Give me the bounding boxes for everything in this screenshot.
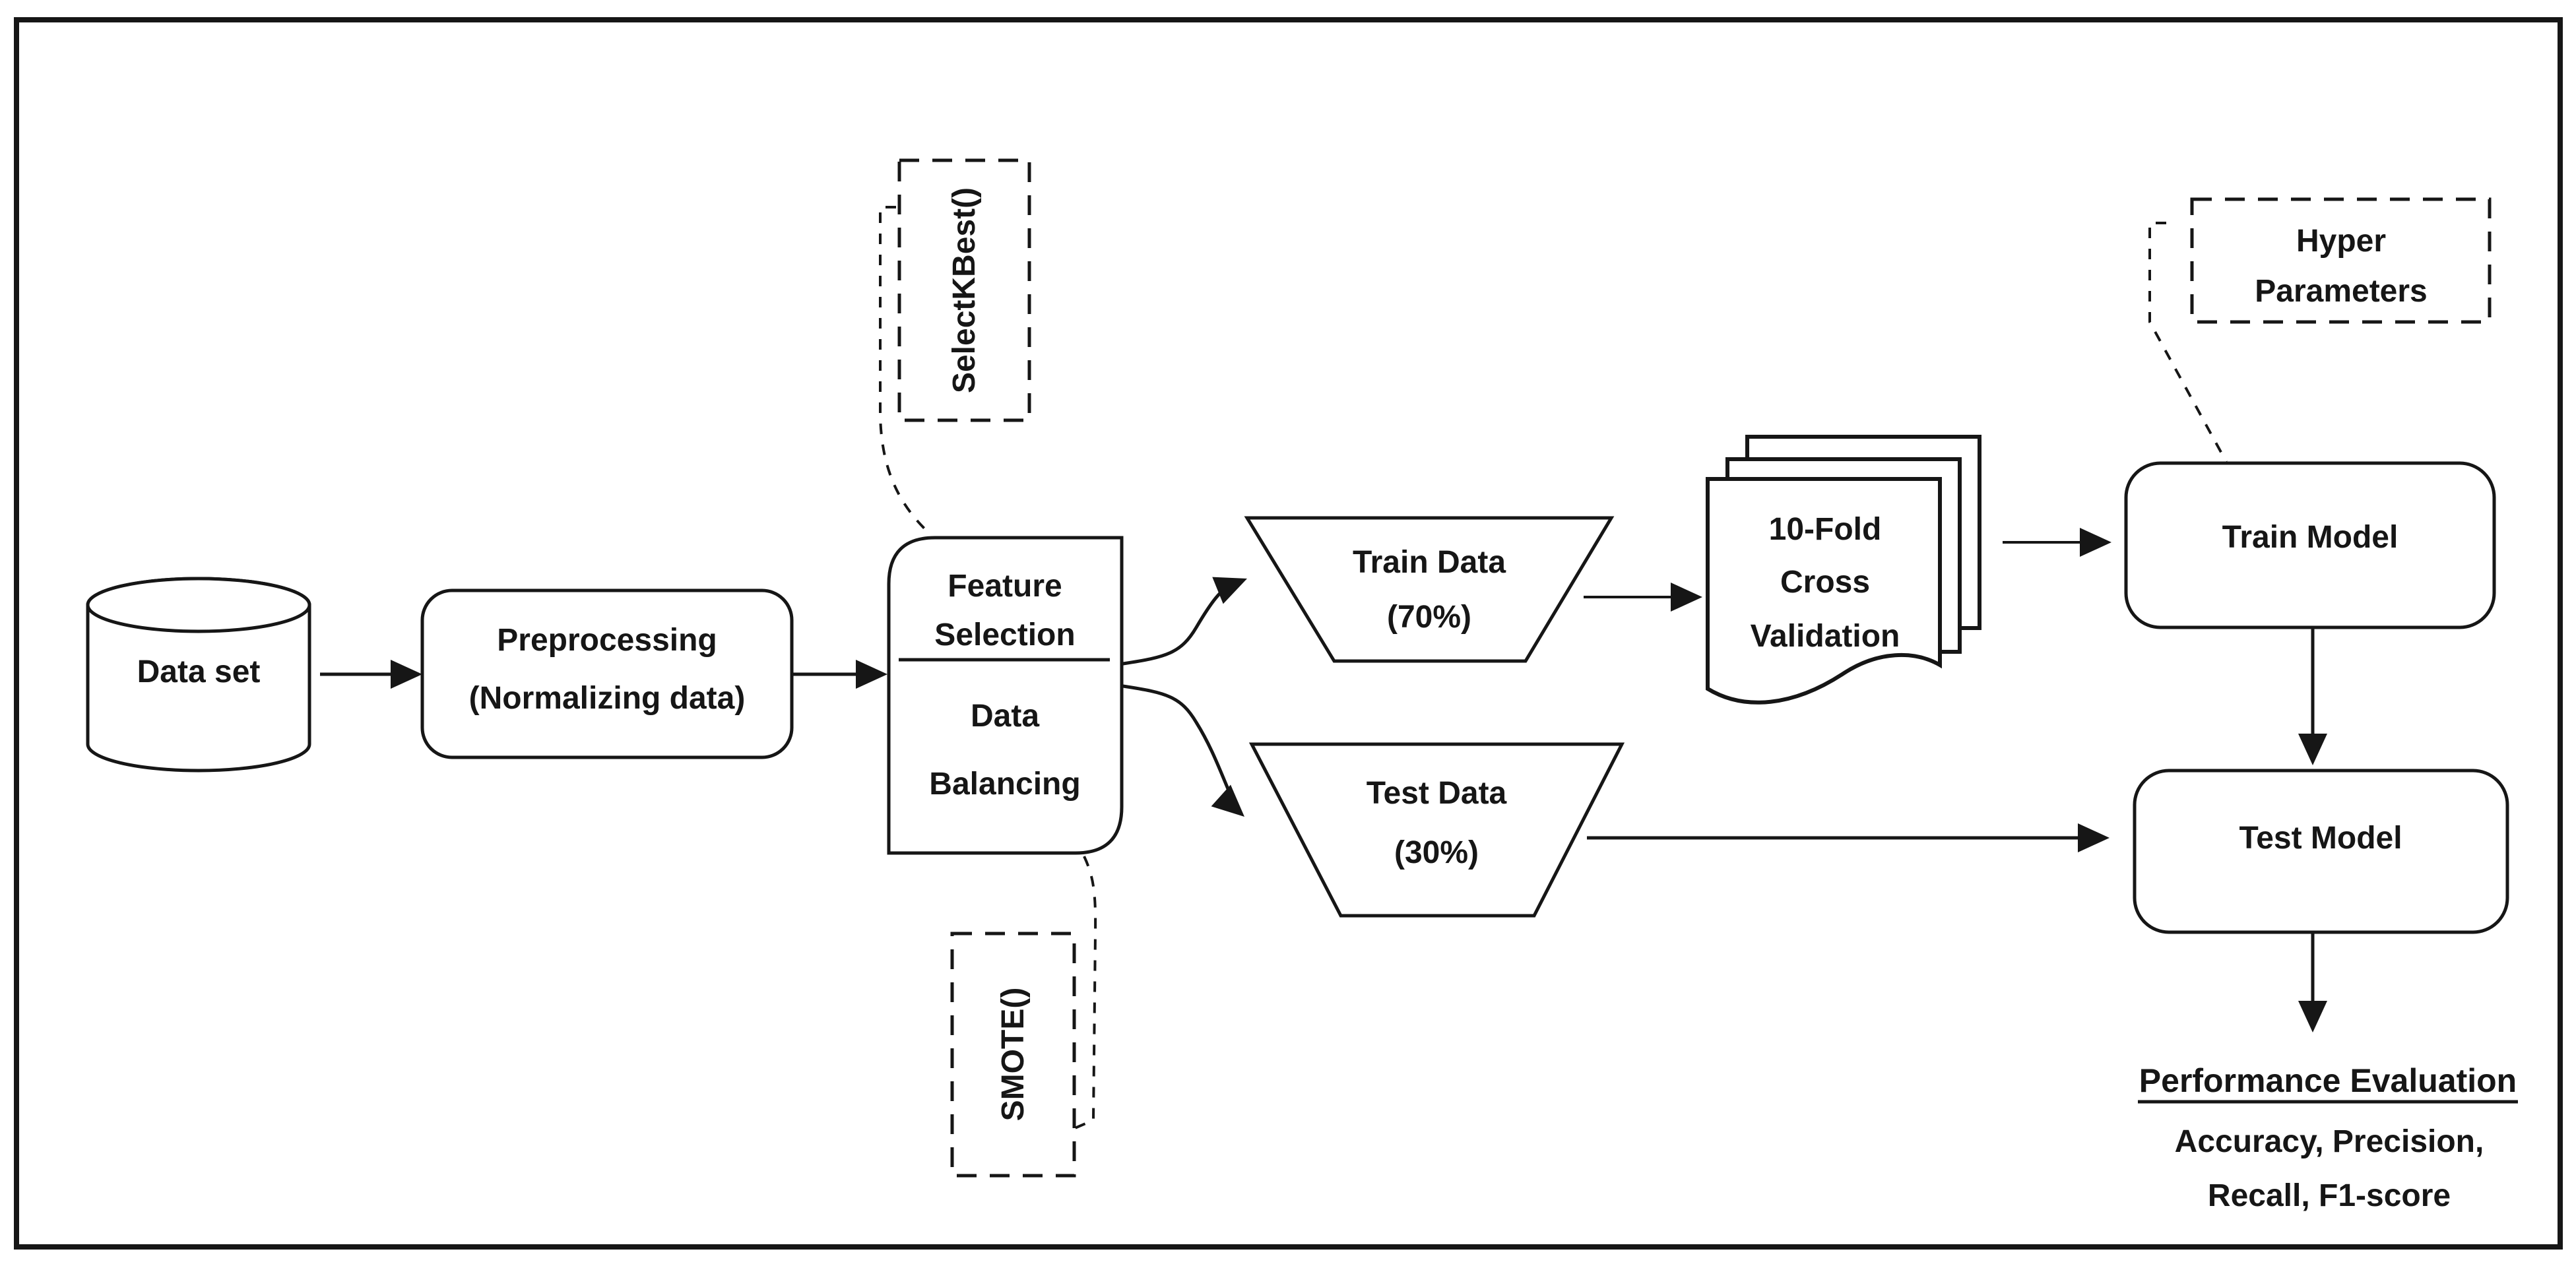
train-data-label-line1: Train Data	[1353, 545, 1506, 580]
performance-line1: Accuracy, Precision,	[2175, 1124, 2484, 1159]
arrow-head	[2298, 734, 2327, 765]
feature-selection-label-line2: Selection	[934, 618, 1075, 652]
arrow-head	[1211, 784, 1244, 817]
smote-box	[950, 932, 1076, 1178]
preprocessing-box	[420, 588, 794, 759]
arrow-shaft	[1122, 581, 1234, 666]
test-model-label: Test Model	[2239, 821, 2402, 856]
test-data-node: Test Data (30%)	[1248, 742, 1625, 918]
selectkbest-label: SelectKBest()	[947, 187, 982, 393]
arrow-test-data-to-test-model	[1587, 823, 2109, 852]
preprocessing-node: Preprocessing (Normalizing data)	[420, 588, 794, 759]
hyperparameters-box	[2190, 197, 2492, 324]
train-data-trapezoid	[1244, 516, 1615, 663]
test-model-node: Test Model	[2133, 769, 2509, 934]
hyperparameters-connector	[2148, 222, 2228, 462]
arrow-feature-to-test-data	[1122, 684, 1244, 817]
dataset-cylinder: Data set	[86, 577, 311, 773]
selectkbest-box	[897, 158, 1031, 422]
feature-balancing-box	[887, 536, 1124, 855]
arrow-head	[2080, 528, 2111, 557]
performance-line2: Recall, F1-score	[2208, 1178, 2451, 1213]
dataset-cylinder-top	[86, 577, 311, 633]
smote-annotation: SMOTE()	[950, 932, 1076, 1178]
cross-validation-label-line1: 10-Fold	[1769, 512, 1882, 547]
arrow-shaft	[1122, 684, 1235, 801]
data-balancing-label-line2: Balancing	[929, 767, 1080, 802]
arrow-head	[856, 660, 887, 689]
data-balancing-label-line1: Data	[971, 699, 1039, 734]
cross-validation-node: 10-Fold Cross Validation	[1706, 435, 1981, 705]
cross-validation-label-line2: Cross	[1780, 565, 1870, 600]
arrow-preprocessing-to-feature	[793, 660, 887, 689]
test-data-label-line1: Test Data	[1367, 776, 1507, 811]
cross-validation-page-front	[1706, 477, 1942, 705]
hyperparameters-label-line2: Parameters	[2255, 274, 2428, 309]
selectkbest-annotation: SelectKBest()	[897, 158, 1031, 422]
arrow-test-model-to-performance	[2298, 934, 2327, 1032]
feature-balancing-node: Feature Selection Data Balancing	[887, 536, 1124, 855]
test-model-box	[2133, 769, 2509, 934]
arrow-train-model-to-test-model	[2298, 629, 2327, 765]
preprocessing-label-line2: (Normalizing data)	[469, 681, 746, 716]
train-data-node: Train Data (70%)	[1244, 516, 1615, 663]
cross-validation-label-line3: Validation	[1751, 619, 1900, 654]
arrow-train-data-to-cross-validation	[1584, 583, 1702, 612]
preprocessing-label-line1: Preprocessing	[497, 623, 717, 658]
figure-border	[14, 17, 2563, 1250]
smote-label: SMOTE()	[996, 988, 1031, 1122]
performance-evaluation-block: Performance Evaluation Accuracy, Precisi…	[2138, 1062, 2518, 1213]
arrow-head	[2298, 1001, 2327, 1032]
arrow-head	[391, 660, 422, 689]
train-model-label: Train Model	[2222, 520, 2399, 555]
arrow-head	[2078, 823, 2109, 852]
smote-connector	[1074, 856, 1097, 1129]
feature-selection-label-line1: Feature	[948, 569, 1062, 604]
hyperparameters-label-line1: Hyper	[2296, 224, 2386, 259]
arrow-feature-to-train-data	[1122, 577, 1247, 666]
test-data-label-line2: (30%)	[1394, 835, 1479, 870]
selectkbest-connector	[879, 206, 929, 533]
test-data-trapezoid	[1248, 742, 1625, 918]
train-data-label-line2: (70%)	[1387, 600, 1471, 635]
dataset-label: Data set	[137, 654, 261, 689]
arrow-head	[1212, 577, 1247, 604]
hyperparameters-annotation: Hyper Parameters	[2190, 197, 2492, 324]
arrow-dataset-to-preprocessing	[320, 660, 422, 689]
arrow-head	[1671, 583, 1702, 612]
arrow-cross-validation-to-train-model	[2003, 528, 2111, 557]
performance-title: Performance Evaluation	[2139, 1062, 2517, 1099]
train-model-node: Train Model	[2124, 461, 2496, 629]
train-model-box	[2124, 461, 2496, 629]
